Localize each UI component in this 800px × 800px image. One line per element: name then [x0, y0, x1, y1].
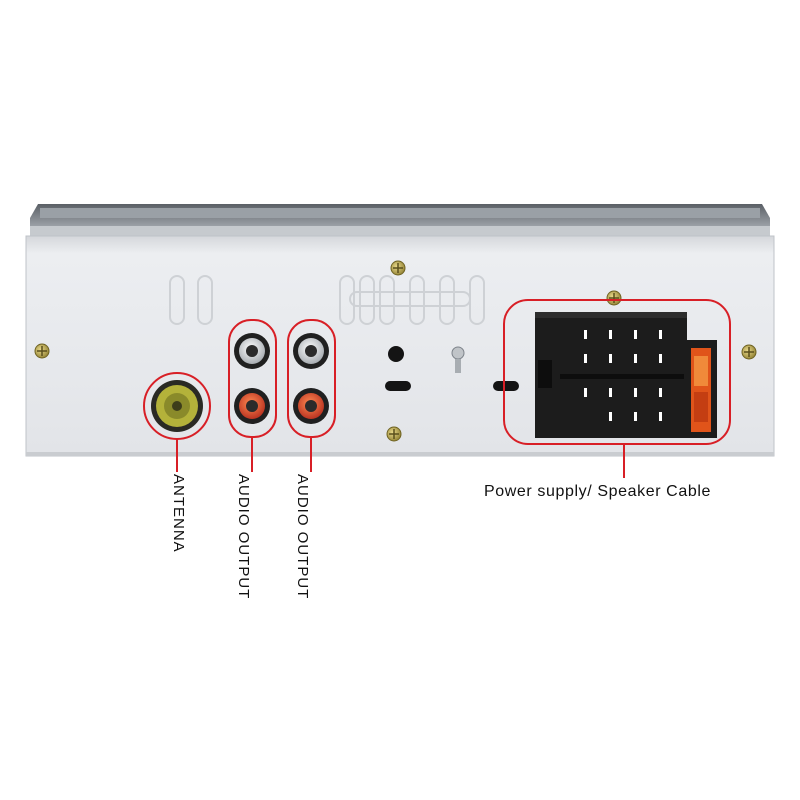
iso-connector-icon [503, 299, 731, 445]
audio-output-label-2: AUDIO OUTPUT [294, 474, 311, 600]
rca-jack-icon [234, 388, 270, 424]
screw-icon [34, 343, 50, 359]
screw-icon [390, 260, 406, 276]
leader-lines [176, 437, 625, 478]
panel-holes [385, 346, 519, 391]
screw-icon [741, 344, 757, 360]
rca-jack-icon [293, 333, 329, 369]
chassis-top [30, 204, 770, 238]
screw-icon [606, 290, 622, 306]
antenna-jack-icon [143, 372, 211, 440]
fuse-icon [691, 348, 711, 432]
audio-output-label-1: AUDIO OUTPUT [235, 474, 252, 600]
power-speaker-cable-label: Power supply/ Speaker Cable [484, 483, 711, 500]
screw-icon [386, 426, 402, 442]
antenna-label: ANTENNA [170, 474, 187, 553]
screw-icon [451, 346, 465, 373]
panel-embossing [169, 275, 485, 325]
rca-jack-icon [234, 333, 270, 369]
rca-jack-icon [293, 388, 329, 424]
audio-output-jacks-1 [228, 319, 277, 438]
